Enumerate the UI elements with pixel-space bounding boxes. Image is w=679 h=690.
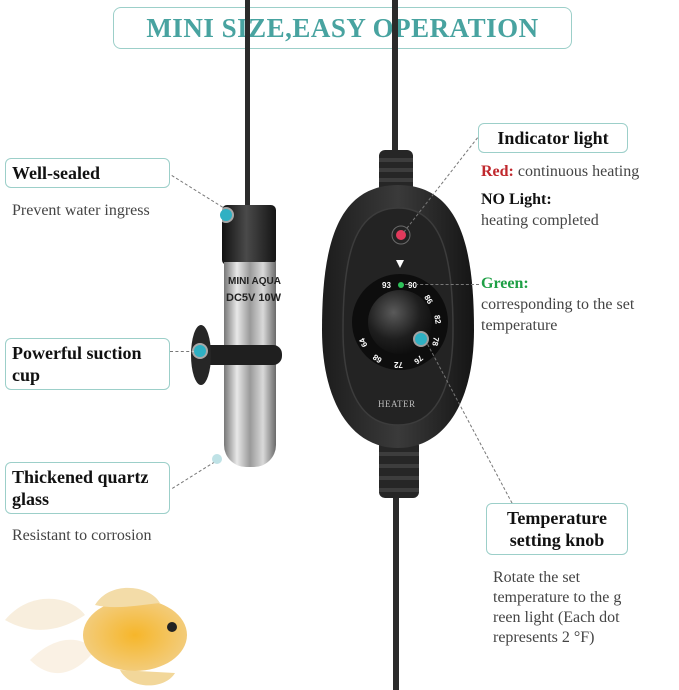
knob-desc-line: reen light (Each dot [493, 609, 620, 626]
indicator-no-light-text: heating completed [481, 212, 599, 229]
goldfish-image [5, 587, 187, 686]
knob-desc-line: temperature to the g [493, 589, 622, 606]
dial-number: 72 [394, 360, 403, 369]
knob-description: Rotate the set temperature to the g reen… [493, 568, 621, 648]
knob-desc-line: Rotate the set [493, 569, 581, 586]
dial-number: 93 [382, 281, 391, 290]
indicator-green-word: Green: [481, 275, 529, 292]
dial-number: 90 [408, 281, 417, 290]
title-banner: MINI SIZE,EASY OPERATION [113, 7, 572, 49]
leader-line [405, 284, 479, 285]
callout-label-line1: Thickened quartz [12, 467, 149, 487]
marker-dot [212, 454, 222, 464]
red-text: continuous heating [513, 163, 640, 180]
red-label: Red: [481, 163, 514, 180]
callout-label-line1: Temperature [507, 508, 607, 528]
indicator-green-text-line2: temperature [481, 317, 558, 334]
callout-label-line2: glass [12, 489, 50, 509]
callout-well-sealed: Well-sealed [5, 158, 170, 188]
power-cord-bottom [393, 490, 399, 690]
callout-description: Prevent water ingress [12, 202, 150, 219]
heater-print-line2: DC5V 10W [226, 292, 282, 304]
callout-indicator-light: Indicator light [478, 123, 628, 153]
indicator-red-line: Red: continuous heating [481, 162, 639, 182]
leader-line [170, 351, 200, 352]
power-cord-top [392, 0, 398, 160]
marker-dot [194, 345, 206, 357]
heater-cap [222, 205, 276, 265]
callout-label-line1: Powerful suction [12, 343, 142, 363]
controller-brand-label: HEATER [378, 399, 416, 409]
page-title: MINI SIZE,EASY OPERATION [146, 12, 539, 43]
callout-label-line2: setting knob [509, 530, 605, 550]
callout-label: Well-sealed [12, 163, 100, 183]
dial-green-dot [398, 282, 404, 288]
indicator-green-text-line1: corresponding to the set [481, 296, 635, 313]
indicator-no-light-word: NO Light: [481, 191, 552, 208]
suction-clip [196, 345, 282, 365]
callout-label-line2: cup [12, 365, 41, 385]
marker-dot [415, 333, 427, 345]
dial-number: 78 [430, 336, 441, 347]
knob-desc-line: represents 2 °F) [493, 629, 595, 646]
heater-print-line1: MINI AQUA [228, 276, 281, 287]
callout-description: Resistant to corrosion [12, 527, 152, 544]
indicator-led [396, 230, 406, 240]
dial-pointer [396, 260, 404, 268]
callout-temperature-knob: Temperature setting knob [486, 503, 628, 555]
callout-quartz-glass: Thickened quartz glass [5, 462, 170, 514]
marker-dot [220, 209, 232, 221]
heater-cord [245, 0, 250, 215]
callout-suction-cup: Powerful suction cup [5, 338, 170, 390]
dial-number: 82 [432, 314, 443, 325]
